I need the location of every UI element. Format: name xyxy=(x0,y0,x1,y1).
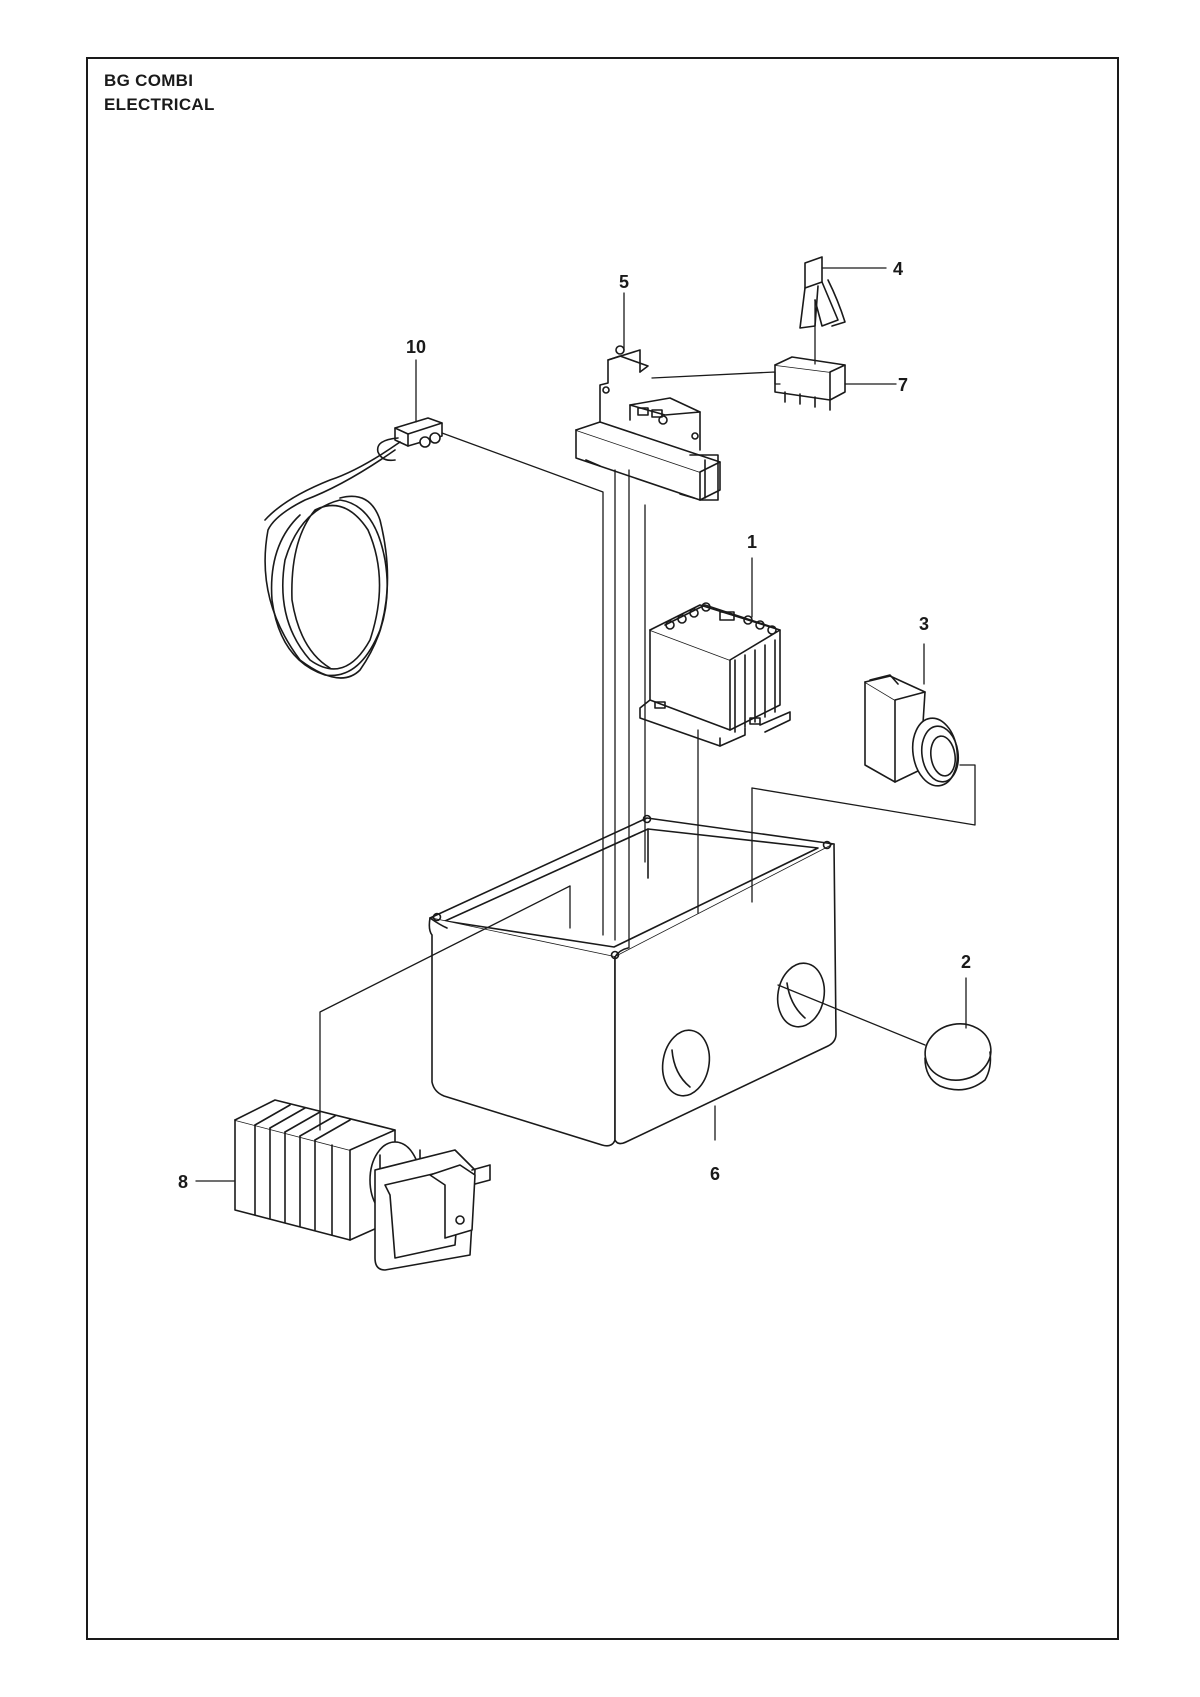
callout-2: 2 xyxy=(961,952,971,972)
title-line-1: BG COMBI xyxy=(104,71,194,90)
callout-1: 1 xyxy=(747,532,757,552)
callout-3: 3 xyxy=(919,614,929,634)
callout-6: 6 xyxy=(710,1164,720,1184)
part-2-plug-cap xyxy=(924,1023,992,1091)
part-5-relay-socket xyxy=(575,345,721,501)
part-1-contactor xyxy=(639,602,791,747)
drawing-title: BG COMBI ELECTRICAL xyxy=(104,69,215,117)
part-4-clip xyxy=(799,256,846,329)
callout-8: 8 xyxy=(178,1172,188,1192)
callout-5: 5 xyxy=(619,272,629,292)
callout-4: 4 xyxy=(893,259,903,279)
part-6-enclosure-box xyxy=(428,814,837,1147)
callout-numbers: 1 2 3 4 5 6 7 8 10 xyxy=(178,259,971,1192)
part-7-relay xyxy=(774,356,846,411)
part-8-rotary-switch xyxy=(234,1099,491,1271)
part-3-push-button xyxy=(864,674,960,787)
callout-leaders xyxy=(195,267,967,1182)
part-10-sensor-cable xyxy=(264,417,443,679)
callout-7: 7 xyxy=(898,375,908,395)
drawing-frame xyxy=(86,57,1119,1640)
assembly-guide-lines xyxy=(319,299,976,1131)
callout-10: 10 xyxy=(406,337,426,357)
title-line-2: ELECTRICAL xyxy=(104,95,215,114)
